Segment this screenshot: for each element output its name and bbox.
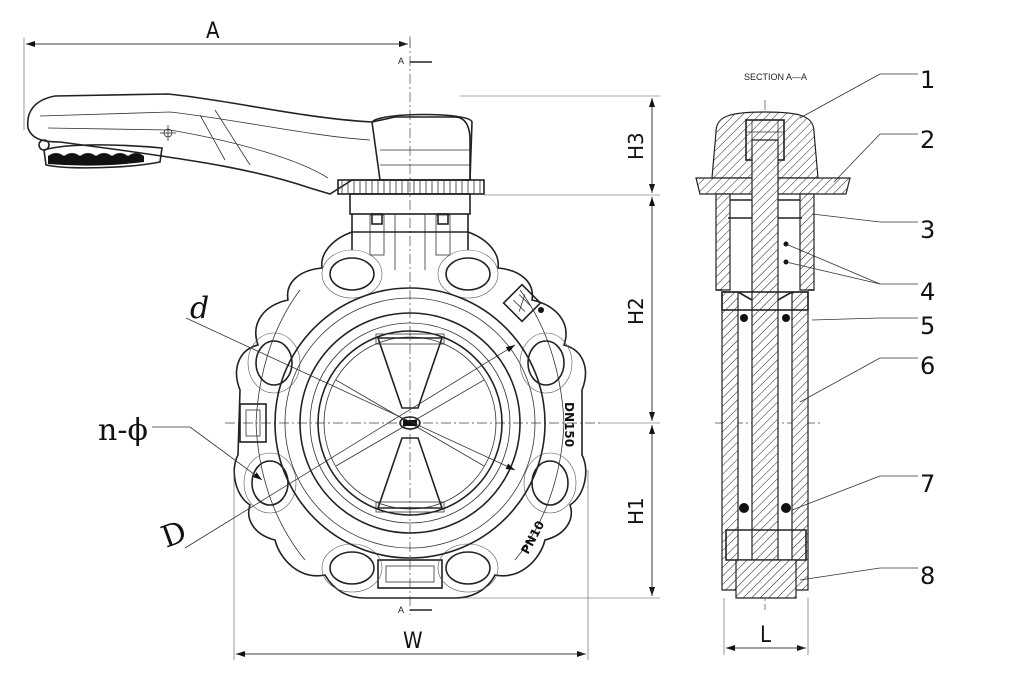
- svg-text:H1: H1: [624, 497, 648, 525]
- section-mark-bottom: A: [398, 605, 432, 615]
- svg-text:1: 1: [920, 66, 935, 94]
- svg-text:A: A: [206, 19, 220, 44]
- callout-7: 7: [791, 470, 935, 511]
- callout-6: 6: [799, 352, 935, 403]
- ratchet-plate: [337, 179, 485, 215]
- section-body-left: [721, 291, 739, 591]
- svg-text:n-ϕ: n-ϕ: [98, 413, 148, 448]
- svg-text:3: 3: [920, 216, 935, 244]
- svg-text:H2: H2: [624, 297, 648, 325]
- svg-text:8: 8: [920, 562, 935, 590]
- valve-disc: [335, 333, 485, 513]
- callout-4: 4: [785, 243, 935, 306]
- dimension-A: A: [23, 19, 411, 130]
- callout-1: 1: [799, 66, 935, 119]
- svg-text:A: A: [398, 56, 404, 66]
- bolt-hole-leader: n-ϕ: [98, 413, 263, 481]
- svg-text:5: 5: [920, 312, 935, 340]
- dimension-W: W: [233, 470, 589, 660]
- svg-text:7: 7: [920, 470, 935, 498]
- svg-text:D: D: [157, 514, 192, 555]
- vertical-dimensions: H3 H2 H1: [460, 95, 660, 599]
- valve-body: [233, 231, 587, 599]
- section-title: SECTION A—A: [744, 72, 807, 82]
- callout-3: 3: [811, 213, 935, 244]
- svg-text:6: 6: [920, 352, 935, 380]
- bolt-holes: [243, 249, 577, 593]
- dn-marking: DN150: [562, 402, 576, 447]
- diameter-d-leader: d: [185, 291, 516, 471]
- svg-text:W: W: [403, 629, 423, 654]
- svg-text:4: 4: [920, 278, 935, 306]
- lever-handle: [26, 93, 473, 195]
- dimension-L: L: [723, 598, 809, 655]
- svg-text:2: 2: [920, 126, 935, 154]
- section-mark-top: A: [398, 56, 432, 66]
- seat-rings: [274, 287, 546, 559]
- section-bottom-plug: [735, 559, 797, 599]
- front-view: A A: [23, 19, 660, 660]
- callout-5: 5: [811, 312, 935, 340]
- pn-marking: PN10: [518, 518, 547, 556]
- callout-8: 8: [799, 562, 935, 590]
- svg-text:H3: H3: [624, 132, 648, 160]
- svg-text:L: L: [760, 623, 771, 648]
- section-stem: [751, 139, 779, 591]
- svg-text:A: A: [398, 605, 404, 615]
- svg-text:d: d: [190, 291, 209, 326]
- section-view: SECTION A—A: [695, 66, 935, 655]
- callout-2: 2: [833, 126, 935, 183]
